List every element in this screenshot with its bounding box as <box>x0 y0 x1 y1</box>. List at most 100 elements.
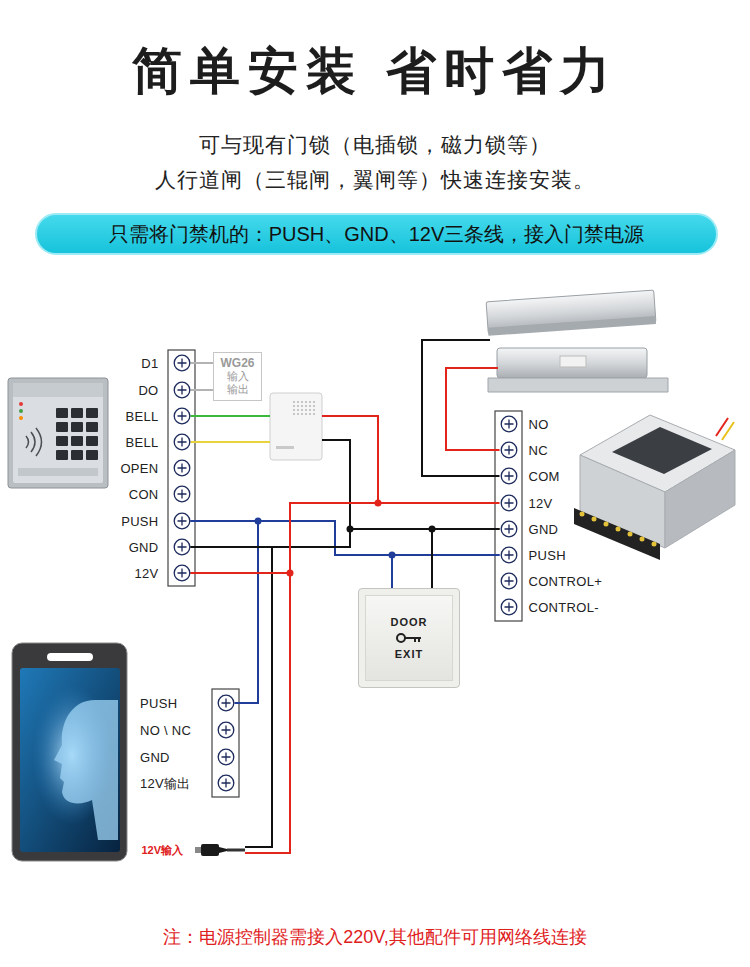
terminal-screw-symbol <box>500 494 518 512</box>
subtitle-line: 人行道闸（三辊闸，翼闸等）快速连接安装。 <box>0 166 750 194</box>
key <box>86 422 98 432</box>
terminal-screws <box>580 512 657 547</box>
pin-label: BELL <box>125 409 158 424</box>
instruction-banner: 只需将门禁机的：PUSH、GND、12V三条线，接入门禁电源 <box>35 213 718 255</box>
terminal-screw-symbol <box>217 774 235 792</box>
port-label: WG26 <box>214 356 261 370</box>
terminal-screw-symbol <box>173 485 191 503</box>
screw <box>628 532 633 537</box>
junction-dot <box>347 526 354 533</box>
pin-label: 12V <box>134 566 158 581</box>
pin-label: NO <box>529 417 549 432</box>
pin-label: DO <box>138 383 158 398</box>
keypad-illustration <box>8 378 108 488</box>
terminal-ring <box>174 486 190 502</box>
terminal-pin: D1 <box>141 354 190 372</box>
terminal-pin: PUSH <box>500 546 566 564</box>
exit-button: DOOREXIT <box>358 588 460 688</box>
terminal-pin: COM <box>500 467 560 485</box>
pin-label: CON <box>129 487 159 502</box>
screw <box>616 527 621 532</box>
face-terminal-strip <box>212 689 239 797</box>
terminal-ring <box>174 565 190 581</box>
terminal-screw-symbol <box>500 441 518 459</box>
terminal-ring <box>501 599 517 615</box>
terminal-screw-symbol <box>173 459 191 477</box>
pin-label: GND <box>129 540 159 555</box>
face-terminal-illustration <box>12 643 127 861</box>
terminal-strip-frame <box>495 411 522 621</box>
key-shaft <box>405 638 421 642</box>
junction-dot <box>429 526 436 533</box>
key <box>56 450 68 460</box>
terminal-screw-symbol <box>173 512 191 530</box>
key-bow <box>397 634 405 642</box>
terminal-pin: OPEN <box>120 459 190 477</box>
doorbell-mark <box>276 446 294 449</box>
pin-label: 12V <box>529 496 553 511</box>
terminal-pin: BELL <box>125 407 190 425</box>
terminal-ring <box>174 460 190 476</box>
subtitle-line: 可与现有门锁（电插锁，磁力锁等） <box>0 131 750 159</box>
pin-label: CONTROL- <box>529 600 599 615</box>
junction-dot <box>375 500 382 507</box>
pin-label: D1 <box>141 356 158 371</box>
terminal-pin: CON <box>129 485 191 503</box>
wire <box>191 362 214 364</box>
keypad-terminal-strip <box>168 350 195 586</box>
terminal-cross <box>504 525 513 534</box>
terminal-screw-symbol <box>217 748 235 766</box>
terminal-pin: NO \ NC <box>140 721 235 739</box>
button-label: DOOR <box>391 615 428 629</box>
terminal-cross <box>177 517 186 526</box>
terminal-pin: PUSH <box>121 512 190 530</box>
power-supply-illustration <box>574 415 735 560</box>
terminal-pin: CONTROL- <box>500 598 599 616</box>
bolt-lock-sticker <box>560 356 586 367</box>
terminal-screw-symbol <box>173 381 191 399</box>
pin-label: CONTROL+ <box>529 574 603 589</box>
terminal-ring <box>501 442 517 458</box>
lock-wire <box>422 340 500 476</box>
terminal-ring <box>501 573 517 589</box>
rfid-symbol <box>26 428 42 456</box>
pin-label: OPEN <box>120 461 158 476</box>
terminal-cross <box>504 472 513 481</box>
screw <box>652 542 657 547</box>
terminal-pin: DO <box>138 381 190 399</box>
terminal-ring <box>174 382 190 398</box>
terminal-ring <box>218 749 234 765</box>
terminal-cross <box>177 569 186 578</box>
terminal-screw-symbol <box>500 415 518 433</box>
terminal-cross <box>504 577 513 586</box>
terminal-cross <box>177 464 186 473</box>
terminal-pin: 12V输出 <box>140 774 235 792</box>
terminal-pin: NC <box>500 441 548 459</box>
doorbell-housing <box>270 393 322 460</box>
terminal-pin: GND <box>129 538 191 556</box>
psu-terminal-block <box>574 508 660 560</box>
wire <box>191 521 500 555</box>
screw <box>580 512 585 517</box>
terminal-ring <box>218 722 234 738</box>
pin-label: GND <box>529 522 559 537</box>
terminal-cross <box>177 490 186 499</box>
terminal-pin: 12V <box>500 494 553 512</box>
junction-dot <box>255 518 262 525</box>
speaker-grille <box>293 400 315 417</box>
screw <box>604 522 609 527</box>
dc-plug: 12V输入 <box>141 842 245 858</box>
magnetic-lock-face <box>488 316 656 336</box>
terminal-ring <box>501 547 517 563</box>
terminal-cross <box>221 779 230 788</box>
key <box>56 436 68 446</box>
layout-wires <box>191 340 500 529</box>
terminal-screw-symbol <box>173 354 191 372</box>
key <box>71 422 83 432</box>
wire <box>191 529 500 547</box>
pin-label: PUSH <box>140 696 177 711</box>
terminal-screw-symbol <box>173 433 191 451</box>
keypad-top-strip <box>13 383 103 397</box>
terminal-ring <box>501 521 517 537</box>
terminal-pin: GND <box>140 748 235 766</box>
